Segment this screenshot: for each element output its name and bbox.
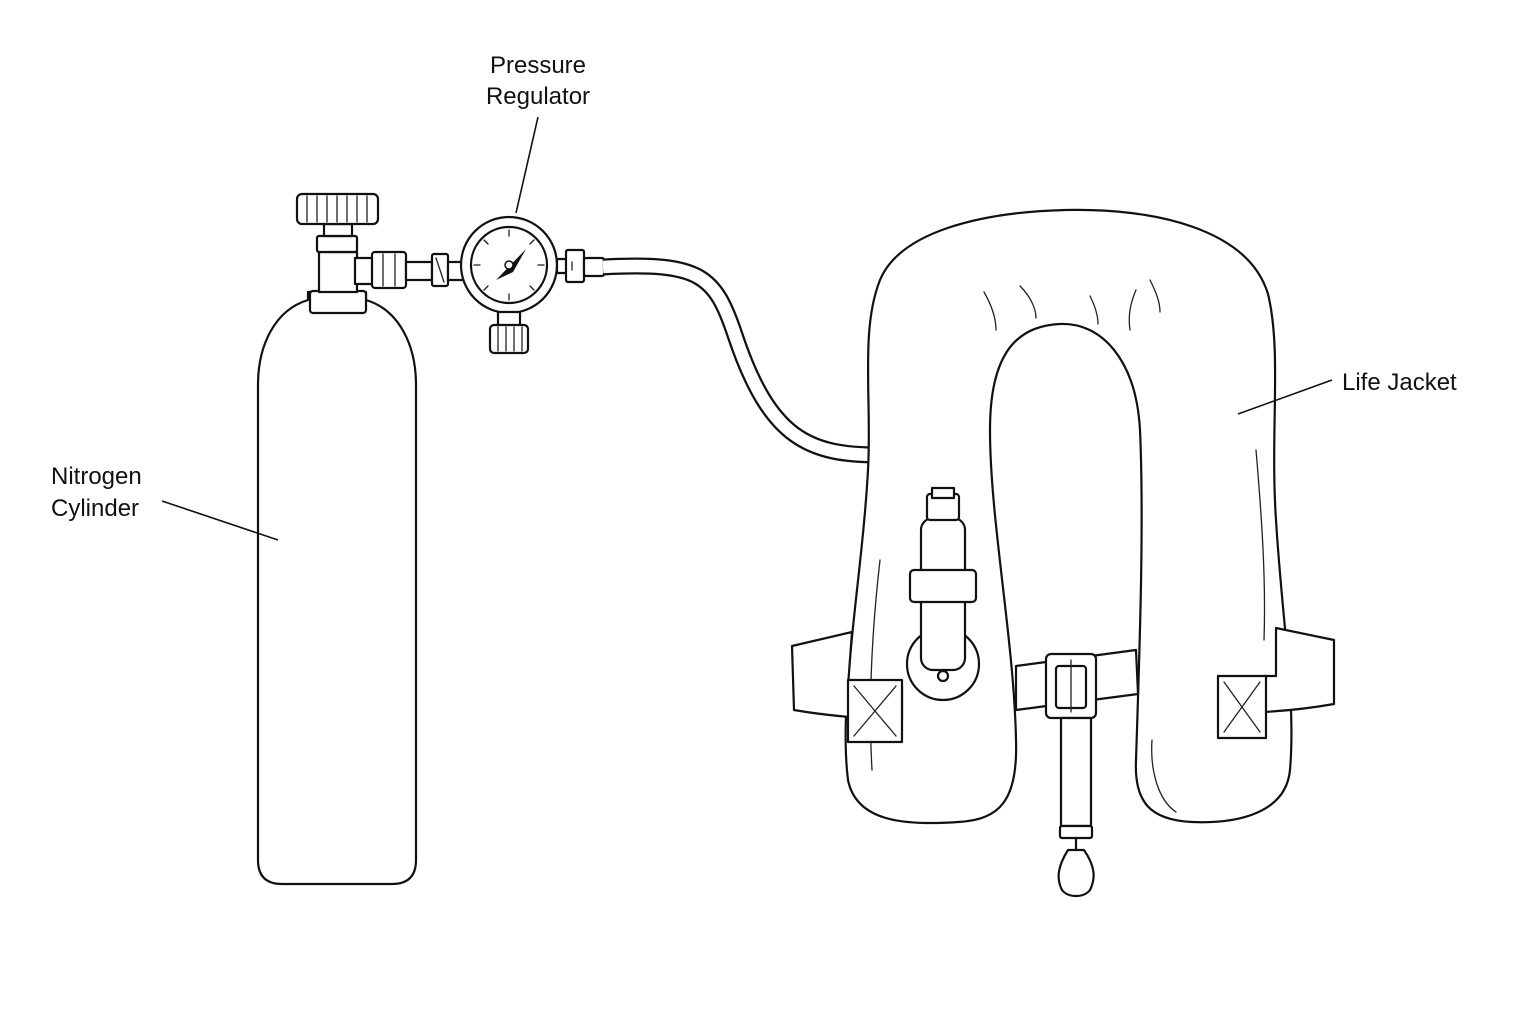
leader-nitrogen-cylinder	[161, 500, 279, 541]
leader-life-jacket	[1237, 379, 1333, 415]
label-nitrogen-cylinder-line1: Nitrogen	[51, 463, 142, 490]
label-pressure-regulator-line2: Regulator	[486, 83, 590, 110]
pressure-gauge-icon	[473, 229, 545, 301]
life-jacket	[790, 208, 1336, 898]
pull-cord	[1057, 716, 1095, 898]
inflator-valve	[905, 486, 981, 702]
waist-strap-buckle	[1014, 648, 1140, 720]
label-pressure-regulator-line1: Pressure	[490, 52, 586, 79]
label-life-jacket-text: Life Jacket	[1342, 369, 1457, 396]
label-nitrogen-cylinder: Nitrogen Cylinder	[51, 463, 279, 541]
cylinder-valve-knob	[295, 192, 380, 226]
label-pressure-regulator: Pressure Regulator	[486, 52, 590, 214]
label-nitrogen-cylinder-line2: Cylinder	[51, 495, 139, 522]
label-life-jacket: Life Jacket	[1237, 369, 1457, 415]
waist-strap-right	[1216, 626, 1336, 740]
connector-fittings	[370, 250, 468, 290]
pressure-regulator	[459, 215, 606, 355]
leader-pressure-regulator	[515, 116, 539, 214]
nitrogen-cylinder	[256, 192, 418, 886]
waist-strap-left	[790, 630, 904, 744]
